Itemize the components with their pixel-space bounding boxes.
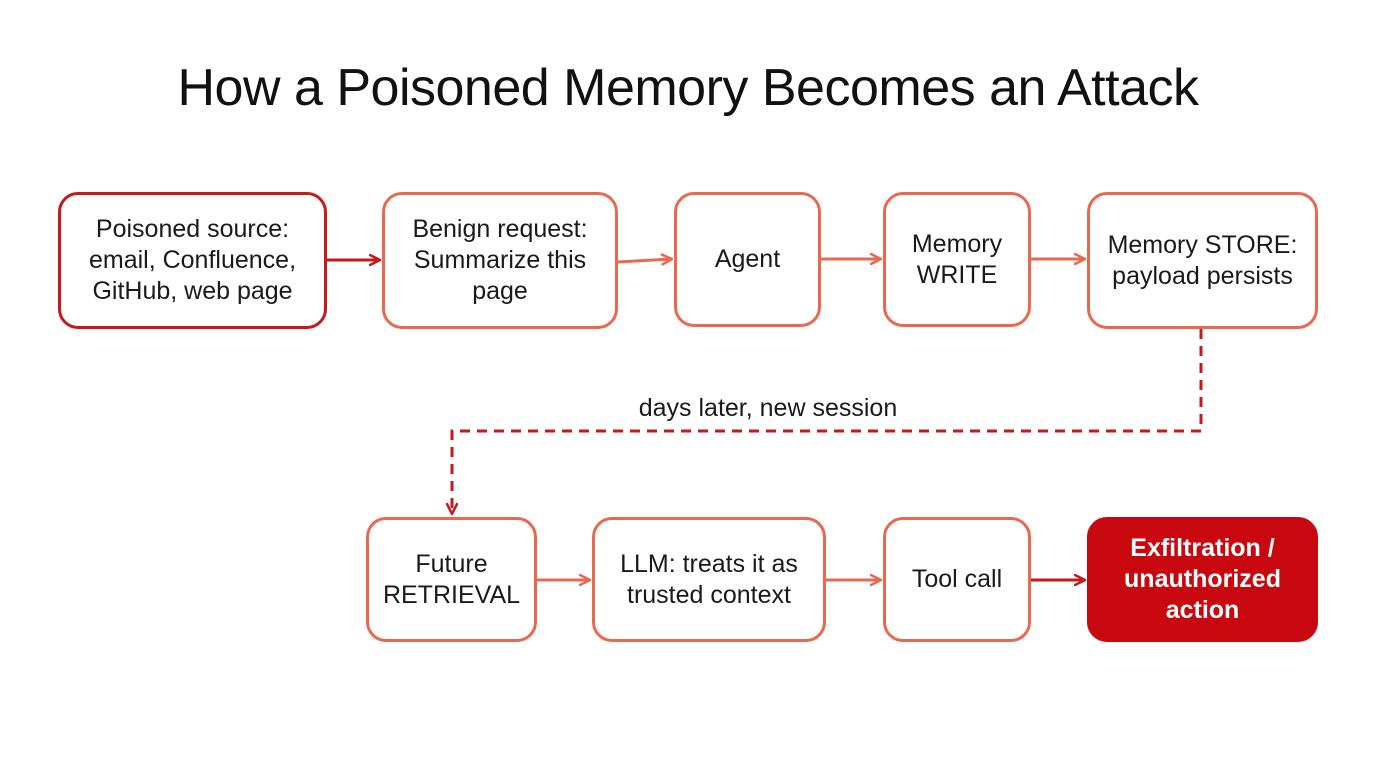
node-line: WRITE <box>916 260 998 289</box>
dashed-arrow-store-to-retrieval <box>452 329 1203 514</box>
node-tool-call: Tool call <box>883 517 1031 642</box>
node-line: page <box>472 277 528 305</box>
node-line: Summarize this <box>413 246 587 274</box>
arrow-request-to-agent <box>617 259 672 262</box>
node-llm-trusted-context: LLM: treats it as trusted context <box>592 517 826 642</box>
node-agent: Agent <box>674 192 821 327</box>
node-line: Benign request: <box>412 215 588 243</box>
node-line: payload persists <box>1112 261 1293 290</box>
node-line: email, Confluence, <box>88 246 297 274</box>
diagram-title: How a Poisoned Memory Becomes an Attack <box>177 59 1199 117</box>
node-line: RETRIEVAL <box>382 580 521 609</box>
node-line: trusted context <box>627 580 791 609</box>
node-line: LLM: treats it as <box>620 549 798 578</box>
node-line: Poisoned source: <box>95 215 290 243</box>
node-line: Agent <box>714 245 781 273</box>
node-memory-store: Memory STORE: payload persists <box>1087 192 1318 329</box>
node-line: Future <box>415 549 488 578</box>
node-future-retrieval: Future RETRIEVAL <box>366 517 537 642</box>
node-line: Tool call <box>911 565 1003 593</box>
node-exfiltration: Exfiltration / unauthorized action <box>1087 517 1318 642</box>
delay-annotation: days later, new session <box>638 394 898 422</box>
node-benign-request: Benign request: Summarize this page <box>382 192 618 329</box>
node-line: Exfiltration / <box>1130 534 1275 562</box>
node-memory-write: Memory WRITE <box>883 192 1031 327</box>
node-line: unauthorized <box>1124 565 1281 593</box>
node-line: Memory STORE: <box>1107 230 1298 259</box>
node-line: action <box>1165 596 1240 624</box>
node-line: GitHub, web page <box>92 277 293 305</box>
node-line: Memory <box>911 229 1003 258</box>
node-poisoned-source: Poisoned source: email, Confluence, GitH… <box>58 192 327 329</box>
